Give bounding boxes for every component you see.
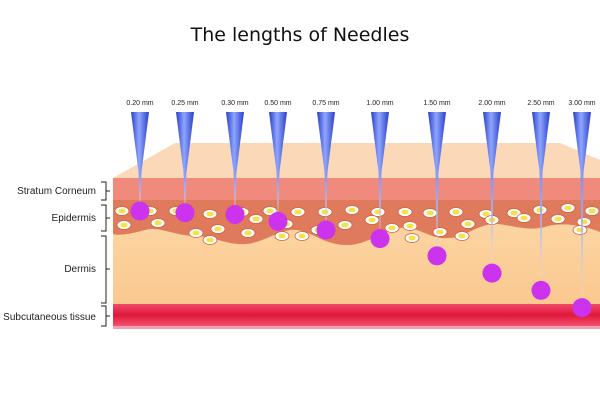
layer-brackets	[101, 181, 110, 327]
epidermis-cell-nucleus	[278, 233, 286, 239]
diagram-title: The lengths of Needles	[190, 24, 410, 46]
needle-penetration-point	[427, 246, 447, 266]
needle-label: 1.50 mm	[423, 100, 450, 107]
epidermis-cell-nucleus	[482, 211, 490, 217]
epidermis-cell-nucleus	[192, 230, 200, 236]
epidermis-cell-nucleus	[564, 205, 572, 211]
epidermis-cell-nucleus	[554, 216, 562, 222]
needle-tip	[490, 172, 494, 274]
needle-label: 0.20 mm	[126, 100, 153, 107]
needle-tip	[324, 172, 328, 230]
needle-tip	[138, 172, 142, 211]
epidermis-cell-nucleus	[348, 207, 356, 213]
epidermis-cell-nucleus	[520, 215, 528, 221]
epidermis-cell-nucleus	[266, 208, 274, 214]
needle-body	[131, 112, 149, 172]
epidermis-cell-nucleus	[458, 233, 466, 239]
needle-label: 2.50 mm	[527, 100, 554, 107]
needles: 0.20 mm 0.25 mm 0.30 mm 0.50 mm 0.75 mm 1.00 …	[126, 100, 596, 318]
needle-tip	[378, 172, 382, 239]
needle-penetration-point	[531, 280, 551, 300]
epidermis-cell-nucleus	[436, 229, 444, 235]
epidermis-cell-nucleus	[214, 226, 222, 232]
needle-body	[269, 112, 287, 172]
needle-tip	[580, 172, 584, 308]
needle-body	[532, 112, 550, 172]
needle-label: 0.30 mm	[221, 100, 248, 107]
epidermis-cell-nucleus	[426, 210, 434, 216]
epidermis-cell-nucleus	[510, 210, 518, 216]
needle-tip	[183, 172, 187, 213]
epidermis-cell-nucleus	[452, 209, 460, 215]
layer-label-dermis: Dermis	[64, 264, 96, 275]
epidermis-cell-nucleus	[464, 221, 472, 227]
layer-label-subcutaneous: Subcutaneous tissue	[3, 312, 96, 323]
needle-body	[428, 112, 446, 172]
needle-tip	[435, 172, 439, 256]
needle-penetration-point	[572, 298, 592, 318]
needle-label: 0.25 mm	[171, 100, 198, 107]
epidermis-cell-nucleus	[118, 208, 126, 214]
needle-label: 1.00 mm	[366, 100, 393, 107]
epidermis-cell-nucleus	[120, 222, 128, 228]
epidermis-cell-nucleus	[588, 208, 596, 214]
needle-label: 3.00 mm	[568, 100, 595, 107]
epidermis-cell-nucleus	[341, 222, 349, 228]
needle-penetration-point	[482, 263, 502, 283]
needle-tip	[233, 172, 237, 215]
epidermis-cell-nucleus	[368, 217, 376, 223]
epidermis-cell-nucleus	[294, 209, 302, 215]
subcutaneous-edge	[113, 326, 600, 329]
needle-body	[176, 112, 194, 172]
epidermis-cell-nucleus	[252, 216, 260, 222]
subcutaneous-layer	[113, 304, 600, 326]
layer-label-stratum-corneum: Stratum Corneum	[17, 186, 96, 197]
needle-penetration-point	[268, 211, 288, 231]
bracket-subcutaneous	[101, 305, 110, 327]
epidermis-cell-nucleus	[406, 223, 414, 229]
needle-penetration-point	[370, 229, 390, 249]
epidermis-cell-nucleus	[206, 237, 214, 243]
needle-tip	[539, 172, 543, 291]
needle-body	[573, 112, 591, 172]
needle-body	[226, 112, 244, 172]
epidermis-cell-nucleus	[154, 220, 162, 226]
needle-tip	[276, 172, 280, 222]
epidermis-cell-nucleus	[206, 211, 214, 217]
needle-body	[371, 112, 389, 172]
needle-label: 0.50 mm	[264, 100, 291, 107]
needle-penetration-point	[175, 203, 195, 223]
bracket-dermis	[101, 235, 110, 304]
bracket-epidermis	[101, 204, 110, 232]
bracket-stratum-corneum	[101, 181, 110, 201]
needle-penetration-point	[316, 220, 336, 240]
needle-penetration-point	[225, 204, 245, 224]
needle-label: 2.00 mm	[478, 100, 505, 107]
needle-body	[483, 112, 501, 172]
needle-label: 0.75 mm	[312, 100, 339, 107]
epidermis-cell-nucleus	[298, 233, 306, 239]
needle-penetration-point	[130, 201, 150, 221]
epidermis-cell-nucleus	[244, 230, 252, 236]
needle-body	[317, 112, 335, 172]
epidermis-cell-nucleus	[321, 209, 329, 215]
epidermis-cell-nucleus	[408, 235, 416, 241]
layer-label-epidermis: Epidermis	[52, 213, 96, 224]
stratum-corneum-layer	[113, 178, 600, 202]
epidermis-cell-nucleus	[388, 225, 396, 231]
epidermis-cell-nucleus	[401, 209, 409, 215]
